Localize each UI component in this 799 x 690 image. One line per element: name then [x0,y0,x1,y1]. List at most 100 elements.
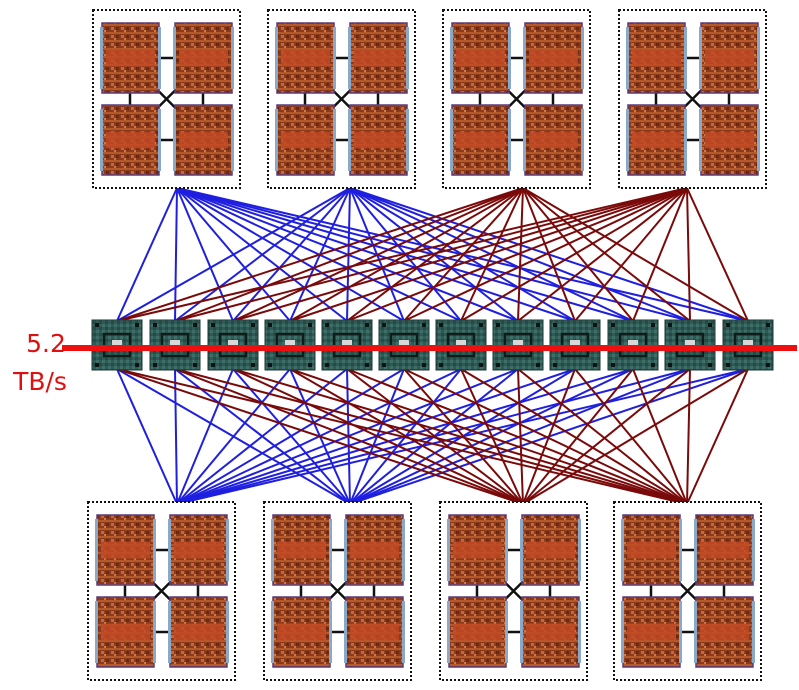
link-top-3-6 [460,187,688,322]
link-top-0-1 [174,187,178,322]
link-bottom-3-7 [517,368,688,505]
link-bottom-2-6 [460,368,524,505]
gpu-die-icon [173,104,234,176]
bandwidth-value: 5.2 [26,329,66,358]
link-top-2-1 [174,187,524,322]
link-bottom-2-3 [289,368,524,505]
gpu-die-icon [344,514,405,586]
link-bottom-1-1 [174,368,351,505]
bottom-node-0 [87,501,236,681]
bottom-node-2 [439,501,588,681]
link-bottom-0-0 [116,368,178,505]
link-bottom-1-0 [116,368,351,505]
gpu-die-icon [275,104,336,176]
link-top-2-9 [522,187,634,322]
link-top-1-1 [174,187,351,322]
top-node-0 [92,9,241,189]
gpu-die-icon [348,22,409,94]
link-top-3-3 [289,187,688,322]
gpu-die-icon [699,22,760,94]
link-top-3-9 [632,187,688,322]
gpu-die-icon [100,22,161,94]
gpu-die-icon [520,514,581,586]
gpu-die-icon [173,22,234,94]
link-bottom-2-1 [174,368,524,505]
link-bottom-2-2 [232,368,524,505]
gpu-die-icon [699,104,760,176]
link-bottom-3-11 [686,368,749,505]
top-node-3 [618,9,767,189]
link-top-3-5 [403,187,688,322]
link-top-2-0 [116,187,524,322]
link-top-1-0 [116,187,351,322]
link-bottom-2-0 [116,368,524,505]
link-bottom-3-9 [632,368,688,505]
link-top-0-0 [116,187,178,322]
gpu-die-icon [621,514,682,586]
link-bottom-3-0 [116,368,688,505]
link-bottom-2-9 [522,368,634,505]
link-top-2-6 [460,187,524,322]
link-bottom-2-7 [517,368,524,505]
link-bottom-0-2 [176,368,234,505]
gpu-die-icon [95,596,156,668]
link-bottom-2-4 [346,368,524,505]
link-top-2-4 [346,187,524,322]
link-top-3-11 [686,187,749,322]
bottom-node-3 [613,501,762,681]
link-top-2-8 [522,187,576,322]
gpu-die-icon [450,22,511,94]
link-bottom-3-6 [460,368,688,505]
link-bottom-2-8 [522,368,576,505]
bottom-node-row [87,501,762,681]
gpu-die-icon [100,104,161,176]
link-top-0-2 [176,187,234,322]
link-bottom-3-3 [289,368,688,505]
bandwidth-unit: TB/s [13,367,67,396]
link-bottom-3-8 [574,368,688,505]
gpu-die-icon [694,514,755,586]
gpu-die-icon [694,596,755,668]
link-bottom-3-5 [403,368,688,505]
link-top-2-10 [522,187,691,322]
link-top-3-0 [116,187,688,322]
link-top-3-10 [686,187,691,322]
links-bottom-layer [116,368,749,505]
bottom-node-1 [263,501,412,681]
link-top-3-2 [232,187,688,322]
gpu-die-icon [520,596,581,668]
gpu-die-icon [168,596,229,668]
link-bottom-3-4 [346,368,688,505]
link-bottom-2-10 [522,368,691,505]
top-node-2 [442,9,591,189]
top-node-1 [267,9,416,189]
gpu-die-icon [447,596,508,668]
gpu-die-icon [275,22,336,94]
link-top-2-3 [289,187,524,322]
gpu-die-icon [344,596,405,668]
link-top-1-2 [232,187,351,322]
link-top-3-4 [346,187,688,322]
link-top-2-11 [522,187,749,322]
gpu-die-icon [168,514,229,586]
link-bottom-0-1 [174,368,178,505]
gpu-die-icon [447,514,508,586]
link-top-3-1 [174,187,688,322]
link-bottom-3-10 [686,368,691,505]
gpu-die-icon [271,514,332,586]
bandwidth-bar [62,345,797,351]
gpu-die-icon [271,596,332,668]
gpu-die-icon [523,22,584,94]
link-top-2-7 [517,187,524,322]
top-node-row [92,9,767,189]
gpu-die-icon [621,596,682,668]
link-bottom-1-2 [232,368,351,505]
link-top-3-8 [574,187,688,322]
link-top-2-2 [232,187,524,322]
gpu-die-icon [450,104,511,176]
gpu-die-icon [95,514,156,586]
gpu-die-icon [523,104,584,176]
gpu-die-icon [626,22,687,94]
gpu-die-icon [348,104,409,176]
